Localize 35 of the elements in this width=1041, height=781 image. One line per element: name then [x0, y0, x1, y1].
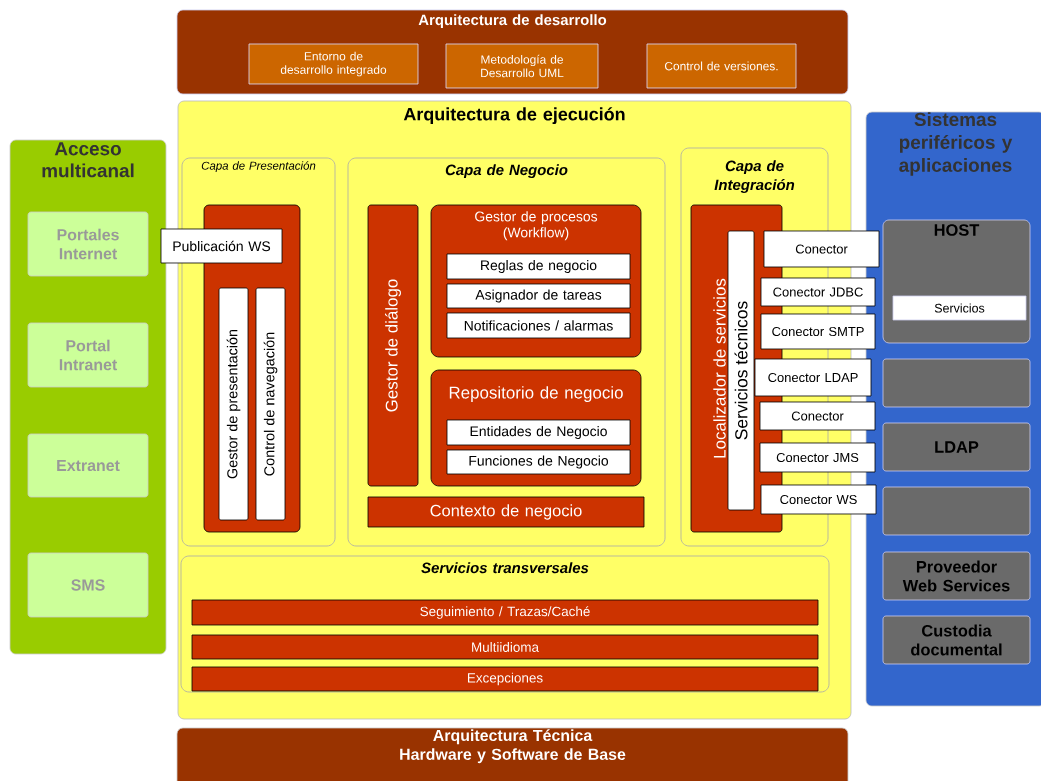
- system-box: LDAP: [882, 422, 1031, 472]
- system-box: Proveedor Web Services: [882, 551, 1031, 601]
- service-bar: Multiidioma: [191, 634, 819, 660]
- service-bar: Seguimiento / Trazas/Caché: [191, 599, 819, 626]
- service-bar: Excepciones: [191, 666, 819, 692]
- module-bar: Contexto de negocio: [367, 496, 645, 528]
- component-box: Gestor de presentación: [218, 287, 249, 521]
- component-box: Asignador de tareas: [446, 283, 631, 309]
- panel: Arquitectura Técnica Hardware y Software de Base: [176, 727, 849, 781]
- system-box: Custodia documental: [882, 615, 1031, 665]
- empty-box: [882, 358, 1031, 408]
- tool-box: Metodología de Desarrollo UML: [445, 43, 599, 89]
- component-box: Reglas de negocio: [446, 253, 631, 280]
- channel-box: Portal Intranet: [27, 322, 149, 388]
- component-box: Control de navegación: [255, 287, 286, 521]
- service-box: Servicios: [892, 295, 1027, 321]
- component-box: Notificaciones / alarmas: [446, 312, 631, 339]
- connector-box: Conector: [763, 230, 880, 268]
- connector-box: Conector LDAP: [754, 358, 872, 397]
- empty-box: [882, 486, 1031, 536]
- module-box: Gestor de diálogo: [367, 204, 419, 487]
- tool-box: Entorno de desarrollo integrado: [248, 43, 419, 85]
- channel-box: Portales Internet: [27, 211, 149, 277]
- component-box: Servicios técnicos: [727, 230, 755, 511]
- component-box: Publicación WS: [160, 228, 283, 264]
- connector-box: Conector JMS: [759, 442, 876, 473]
- connector-box: Conector WS: [760, 484, 877, 515]
- tool-box: Control de versiones.: [646, 43, 797, 89]
- connector-box: Conector SMTP: [760, 313, 876, 350]
- component-box: Funciones de Negocio: [446, 449, 631, 475]
- connector-box: Conector JDBC: [760, 277, 876, 307]
- connector-box: Conector: [759, 401, 876, 431]
- channel-box: SMS: [27, 552, 149, 618]
- channel-box: Extranet: [27, 433, 149, 498]
- component-box: Entidades de Negocio: [446, 419, 631, 446]
